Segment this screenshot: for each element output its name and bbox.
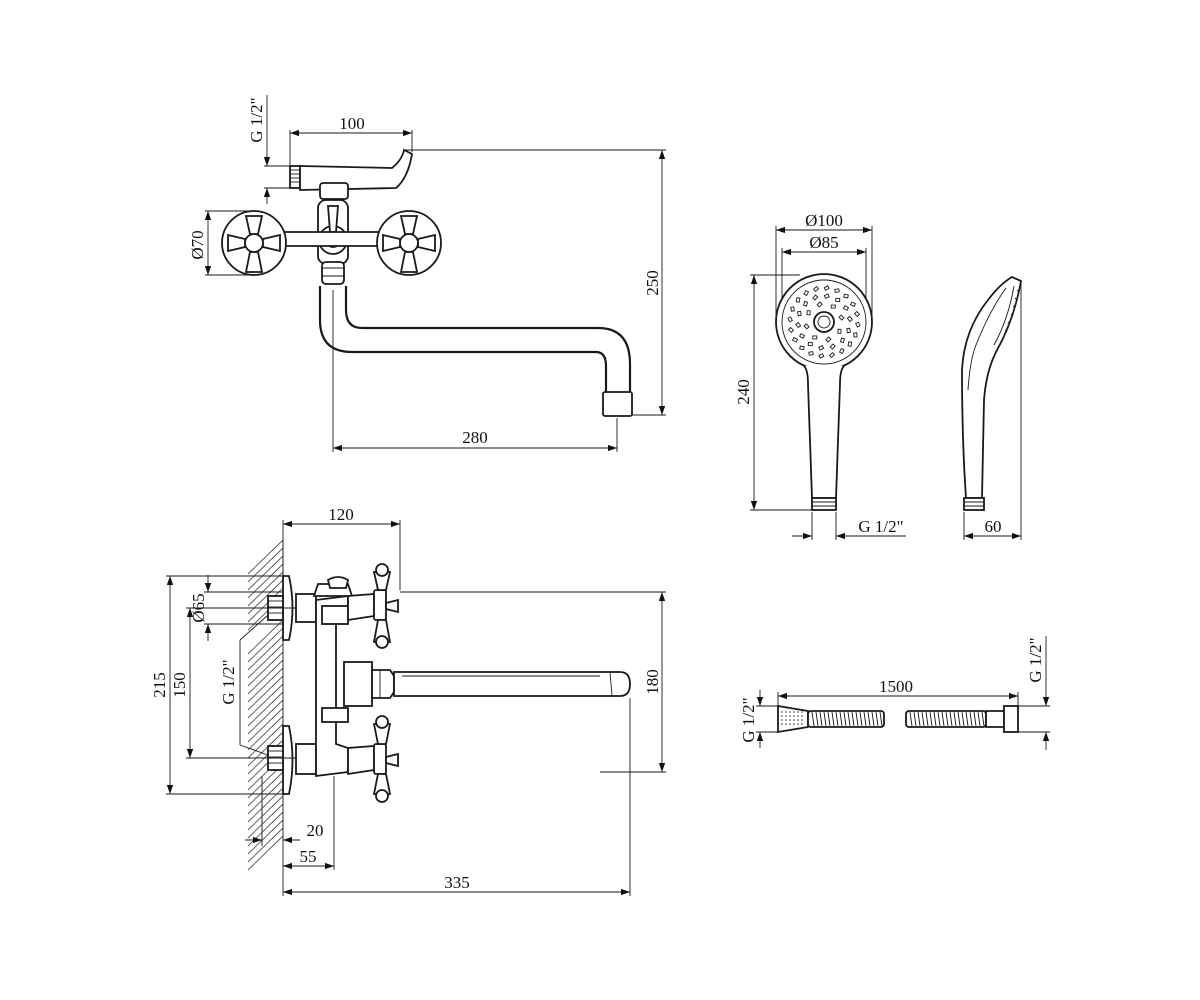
dim-front-spout-reach: 280 [462,428,488,447]
dim-shower-outer-dia: Ø100 [805,211,843,230]
dim-front-spout-width: 100 [339,114,365,133]
hose-dimensions [756,636,1050,750]
dim-hose-thread-left: G 1/2" [739,697,758,742]
dim-side-wall-offset-20: 20 [307,821,324,840]
dim-side-top-width: 120 [328,505,354,524]
dim-hose-thread-right: G 1/2" [1026,637,1045,682]
dim-side-flange-dia: Ø65 [189,593,208,622]
dim-side-wall-offset-55: 55 [300,847,317,866]
dim-side-total-height: 215 [150,672,169,698]
side-dimensions [166,520,666,896]
dim-shower-thread: G 1/2" [858,517,903,536]
dim-shower-face-dia: Ø85 [809,233,838,252]
shower-hose [777,704,1019,734]
dim-shower-length: 240 [734,379,753,405]
dim-front-height: 250 [643,270,662,296]
shower-head-front [775,273,873,511]
dim-hose-length: 1500 [879,677,913,696]
dim-front-flange-dia: Ø70 [188,230,207,259]
front-view [221,148,633,417]
dim-front-thread: G 1/2" [247,97,266,142]
dim-shower-side-width: 60 [985,517,1002,536]
dim-side-spout-height: 180 [643,669,662,695]
shower-head-side [961,275,1023,511]
shower-dimensions [750,226,1022,540]
dim-side-total-reach: 335 [444,873,470,892]
front-dimensions [204,95,666,452]
dim-side-center-height: 150 [170,672,189,698]
side-view [247,539,631,871]
dim-side-thread: G 1/2" [219,659,238,704]
